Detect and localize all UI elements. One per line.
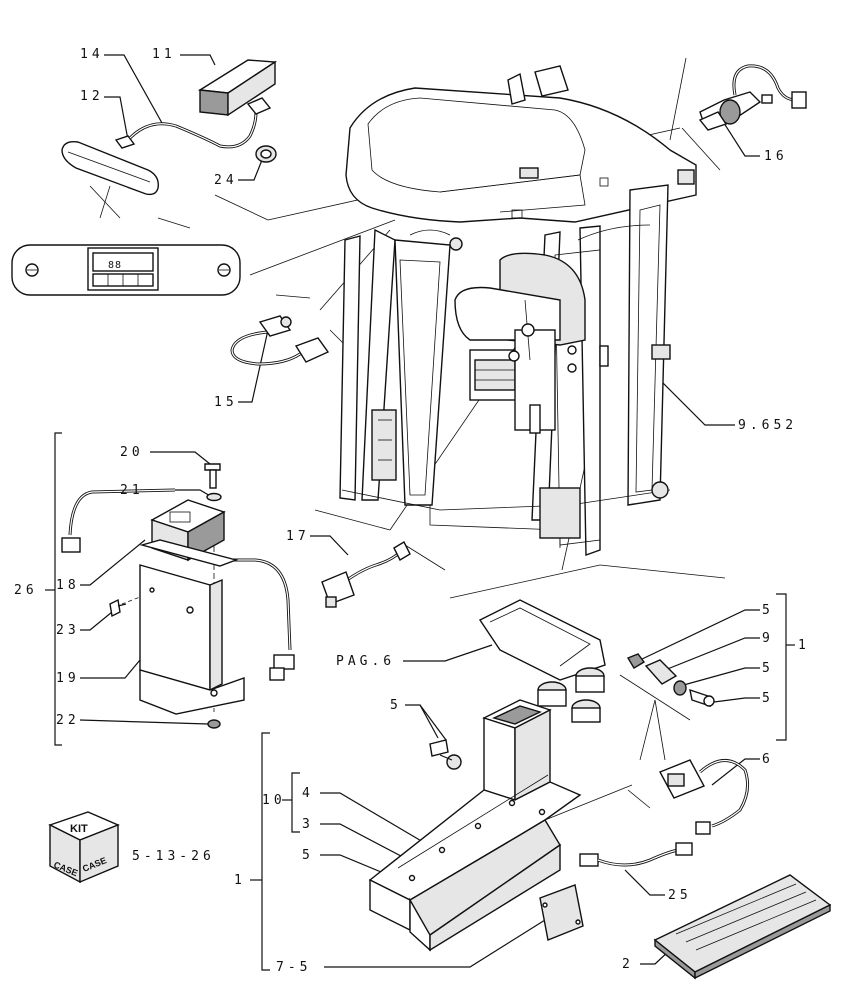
part-9-spacer bbox=[644, 659, 678, 685]
callout-25: 25 bbox=[668, 888, 692, 903]
kit-top-text: KIT bbox=[70, 823, 88, 835]
part-18-module bbox=[139, 499, 239, 567]
callout-5c: 5 bbox=[762, 691, 774, 706]
callout-19: 19 bbox=[56, 671, 80, 686]
kit-cube-logo: KIT CASE CASE bbox=[48, 811, 120, 884]
callout-18: 18 bbox=[56, 578, 80, 593]
callout-14: 14 bbox=[80, 47, 104, 62]
callout-2: 2 bbox=[622, 957, 634, 972]
callout-7-5: 7-5 bbox=[276, 960, 311, 975]
part-5-clip bbox=[429, 739, 462, 770]
seat-base bbox=[478, 599, 606, 723]
callout-5-13-26: 5-13-26 bbox=[132, 849, 215, 864]
part-11-box bbox=[197, 59, 278, 117]
part-20-bolt bbox=[204, 463, 221, 489]
part-2-mat bbox=[653, 874, 832, 980]
part-12-rear-mirror bbox=[61, 135, 159, 196]
callout-26: 26 bbox=[14, 583, 38, 598]
control-panel: 88 bbox=[11, 244, 241, 296]
callout-1a: 1 bbox=[798, 638, 810, 653]
callout-1b: 1 bbox=[234, 873, 246, 888]
part-17-switch-harness bbox=[321, 541, 411, 608]
callout-9652: 9.652 bbox=[738, 418, 797, 433]
callout-5d: 5 bbox=[390, 698, 402, 713]
callout-24: 24 bbox=[214, 173, 238, 188]
part-24-grommet bbox=[255, 145, 277, 163]
callout-23: 23 bbox=[56, 623, 80, 638]
callout-5a: 5 bbox=[762, 603, 774, 618]
callout-17: 17 bbox=[286, 529, 310, 544]
callout-6: 6 bbox=[762, 752, 774, 767]
callout-20: 20 bbox=[120, 445, 144, 460]
callout-3: 3 bbox=[302, 817, 314, 832]
part-19-bracket bbox=[139, 564, 245, 715]
panel-display-text: 88 bbox=[108, 260, 122, 271]
part-26-harness bbox=[61, 488, 295, 681]
part-14-harness bbox=[128, 97, 272, 149]
callout-11: 11 bbox=[152, 47, 176, 62]
callout-labels: 14 11 12 24 16 15 9.652 20 21 26 18 23 1… bbox=[14, 47, 810, 975]
part-5-bolt-c bbox=[689, 688, 715, 708]
cab-assembly bbox=[339, 65, 697, 556]
callout-16: 16 bbox=[764, 149, 788, 164]
part-23-screw bbox=[109, 598, 127, 618]
callout-pag6: PAG.6 bbox=[336, 654, 395, 669]
part-22-nut bbox=[207, 719, 221, 729]
console-body bbox=[368, 699, 584, 952]
callout-10: 10 bbox=[262, 793, 286, 808]
callout-5b: 5 bbox=[762, 661, 774, 676]
part-25-harness bbox=[579, 842, 693, 867]
part-21-washer bbox=[206, 492, 222, 502]
part-5-nut-a bbox=[626, 653, 646, 669]
callout-12: 12 bbox=[80, 89, 104, 104]
callout-22: 22 bbox=[56, 713, 80, 728]
part-15-sensor-harness bbox=[230, 315, 330, 366]
part-5-washer-b bbox=[673, 680, 687, 696]
callout-5e: 5 bbox=[302, 848, 314, 863]
callout-15: 15 bbox=[214, 395, 238, 410]
callout-4: 4 bbox=[302, 786, 314, 801]
callout-9: 9 bbox=[762, 631, 774, 646]
part-16-lighter bbox=[698, 64, 807, 131]
part-6-switch-harness bbox=[659, 759, 750, 835]
callout-21: 21 bbox=[120, 483, 144, 498]
